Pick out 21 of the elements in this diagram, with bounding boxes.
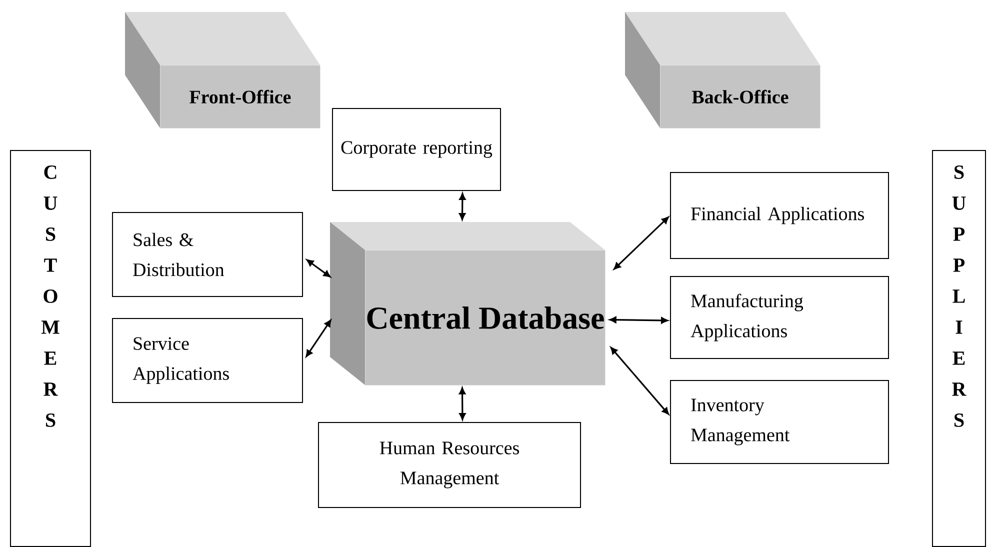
side-panel: S U P P L I E R S bbox=[932, 150, 986, 547]
arrow bbox=[614, 216, 669, 270]
arrow bbox=[610, 347, 669, 415]
arrow bbox=[306, 320, 332, 357]
arrow bbox=[609, 316, 668, 324]
module-box: Manufacturing Applications bbox=[670, 276, 889, 359]
module-box: Corporate reporting bbox=[332, 108, 501, 191]
node-label: Front-Office bbox=[190, 90, 291, 104]
arrow bbox=[306, 259, 331, 278]
arrow bbox=[459, 387, 466, 420]
module-box: Sales & Distribution bbox=[112, 212, 303, 297]
arrow bbox=[459, 193, 466, 220]
side-panel: C U S T O M E R S bbox=[10, 150, 91, 547]
module-box: Financial Applications bbox=[670, 172, 889, 259]
block-3d: Back-Office bbox=[625, 12, 820, 128]
node-label: Back-Office bbox=[692, 90, 788, 104]
database-block: Central Database bbox=[330, 222, 606, 386]
module-box: Human Resources Management bbox=[318, 422, 581, 508]
module-box: Inventory Management bbox=[670, 380, 889, 464]
module-box: Service Applications bbox=[112, 318, 303, 403]
block-3d: Front-Office bbox=[125, 12, 320, 128]
